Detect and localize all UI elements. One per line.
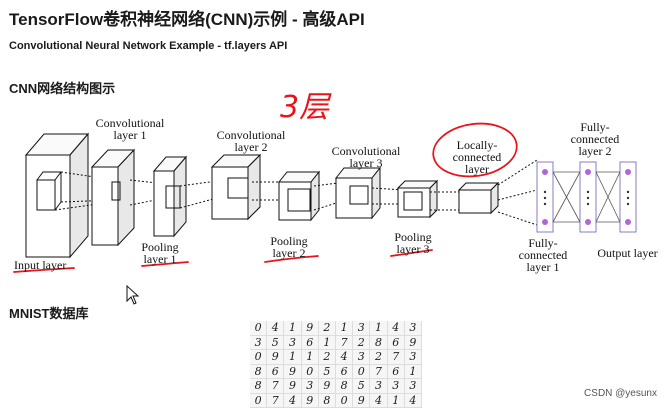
mnist-digit: 8 [336,379,354,394]
mnist-digit: 5 [267,335,285,350]
mnist-digit: 2 [370,350,388,365]
mnist-digit: 6 [387,335,405,350]
mnist-digit: 9 [284,379,302,394]
mnist-digit: 9 [301,393,319,408]
mnist-digit: 8 [250,364,268,379]
mnist-digit: 8 [318,393,336,408]
fc2-block [579,161,597,233]
label-fc1: Fully- connected layer 1 [518,236,568,274]
mnist-digit: 9 [284,364,302,379]
page-subtitle: Convolutional Neural Network Example - t… [9,40,288,52]
mnist-digit: 1 [387,393,405,408]
mnist-digit: 2 [318,321,336,336]
mnist-digit: 7 [387,350,405,365]
conv1-block [90,148,136,247]
mnist-digit: 3 [250,335,268,350]
mnist-digit: 0 [336,393,354,408]
mnist-digit: 3 [301,379,319,394]
mnist-digit: 4 [404,393,422,408]
mnist-digit: 6 [267,364,285,379]
mnist-digit: 4 [267,321,285,336]
mnist-digit: 3 [404,350,422,365]
mnist-digit: 9 [318,379,336,394]
conv3-block [334,166,382,220]
mnist-digit: 1 [336,321,354,336]
mnist-digit: 7 [336,335,354,350]
mnist-digit: 1 [284,321,302,336]
mnist-digit: 4 [387,321,405,336]
page-title: TensorFlow卷积神经网络(CNN)示例 - 高级API [9,10,365,29]
mnist-digit: 0 [250,393,268,408]
label-locally-connected: Locally- connected layer [452,138,502,176]
pool2-block [277,170,321,222]
mnist-digit: 1 [284,350,302,365]
label-conv3: Convolutional layer 3 [331,144,401,170]
section-heading-cnn: CNN网络结构图示 [9,81,116,96]
mnist-digit: 2 [353,335,371,350]
label-pool1: Pooling layer 1 [141,240,179,266]
mnist-digit: 3 [353,350,371,365]
conv2-block [210,153,262,221]
mnist-digit: 3 [284,335,302,350]
mnist-digit: 6 [336,364,354,379]
mnist-digit: 7 [267,379,285,394]
pool3-block [396,179,439,219]
mnist-digit: 9 [404,335,422,350]
mnist-digit: 3 [353,321,371,336]
mnist-digit: 1 [404,364,422,379]
mnist-digit: 8 [250,379,268,394]
mnist-digit: 3 [387,379,405,394]
mnist-digit: 3 [404,379,422,394]
label-conv2: Convolutional layer 2 [216,128,286,154]
mnist-digit: 8 [370,335,388,350]
mnist-digit: 0 [250,321,268,336]
label-pool3: Pooling layer 3 [394,230,432,256]
mnist-digit: 6 [301,335,319,350]
mnist-digit: 0 [250,350,268,365]
handwritten-note: 3层 [280,90,330,125]
underline-pool1 [141,261,189,267]
section-heading-mnist: MNIST数据库 [9,306,89,321]
label-conv1: Convolutional layer 1 [95,116,165,142]
mnist-digit: 4 [284,393,302,408]
mnist-digit: 6 [387,364,405,379]
underline-pool2 [264,255,319,263]
mnist-digit: 1 [301,350,319,365]
mnist-digit: 5 [353,379,371,394]
mnist-digit: 1 [318,335,336,350]
local-layer-block [457,181,500,215]
label-pool2: Pooling layer 2 [270,234,308,260]
mnist-digit: 3 [404,321,422,336]
fc1-block [536,161,554,233]
mnist-digit: 5 [318,364,336,379]
label-input-layer: Input layer [14,258,67,272]
mnist-digit: 9 [353,393,371,408]
input-layer-block [24,132,90,259]
mnist-digit: 2 [318,350,336,365]
pool1-block [152,155,188,238]
circle-local-layer [432,122,518,178]
mnist-digit: 9 [301,321,319,336]
label-fc2: Fully- connected layer 2 [570,120,620,158]
dense-connections [552,171,621,223]
mnist-digit: 4 [370,393,388,408]
mnist-digit: 1 [370,321,388,336]
mnist-digit: 9 [267,350,285,365]
mnist-digit: 0 [353,364,371,379]
underline-input [13,267,75,273]
mnist-digit: 3 [370,379,388,394]
mnist-digit: 7 [370,364,388,379]
watermark-text: CSDN @yesunx [584,388,657,399]
output-block [619,161,637,233]
mnist-digit: 0 [301,364,319,379]
mnist-digit: 4 [336,350,354,365]
underline-pool3 [390,249,433,257]
label-output-layer: Output layer [597,246,658,260]
mnist-digit: 7 [267,393,285,408]
mouse-cursor-icon [126,285,140,305]
